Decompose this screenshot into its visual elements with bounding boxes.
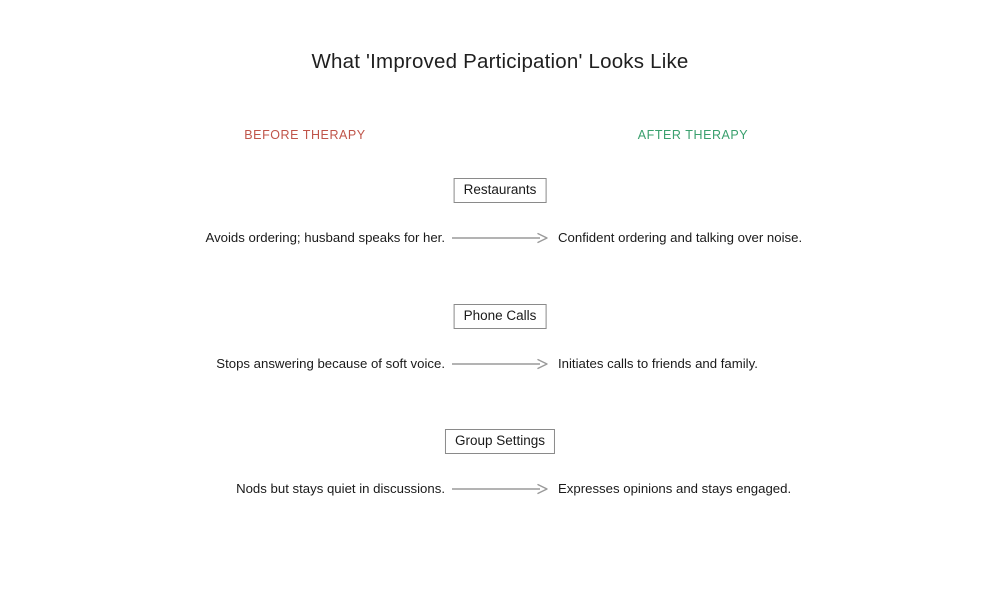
page-title: What 'Improved Participation' Looks Like xyxy=(311,50,689,73)
column-header-after: AFTER THERAPY xyxy=(637,128,749,142)
category-label: Group Settings xyxy=(444,429,556,454)
category-label: Restaurants xyxy=(453,178,547,203)
before-description: Stops answering because of soft voice. xyxy=(216,356,445,371)
before-description: Avoids ordering; husband speaks for her. xyxy=(205,230,445,245)
arrow-right-icon xyxy=(450,480,550,498)
comparison-row: Group Settings Nods but stays quiet in d… xyxy=(0,429,1000,509)
column-header-before: BEFORE THERAPY xyxy=(244,128,366,142)
category-label: Phone Calls xyxy=(453,304,547,329)
comparison-row: Phone Calls Stops answering because of s… xyxy=(0,304,1000,384)
before-description: Nods but stays quiet in discussions. xyxy=(236,481,445,496)
arrow-right-icon xyxy=(450,229,550,247)
after-description: Confident ordering and talking over nois… xyxy=(558,230,803,245)
after-description: Expresses opinions and stays engaged. xyxy=(558,481,792,496)
after-description: Initiates calls to friends and family. xyxy=(558,356,758,371)
arrow-right-icon xyxy=(450,355,550,373)
comparison-row: Restaurants Avoids ordering; husband spe… xyxy=(0,178,1000,258)
